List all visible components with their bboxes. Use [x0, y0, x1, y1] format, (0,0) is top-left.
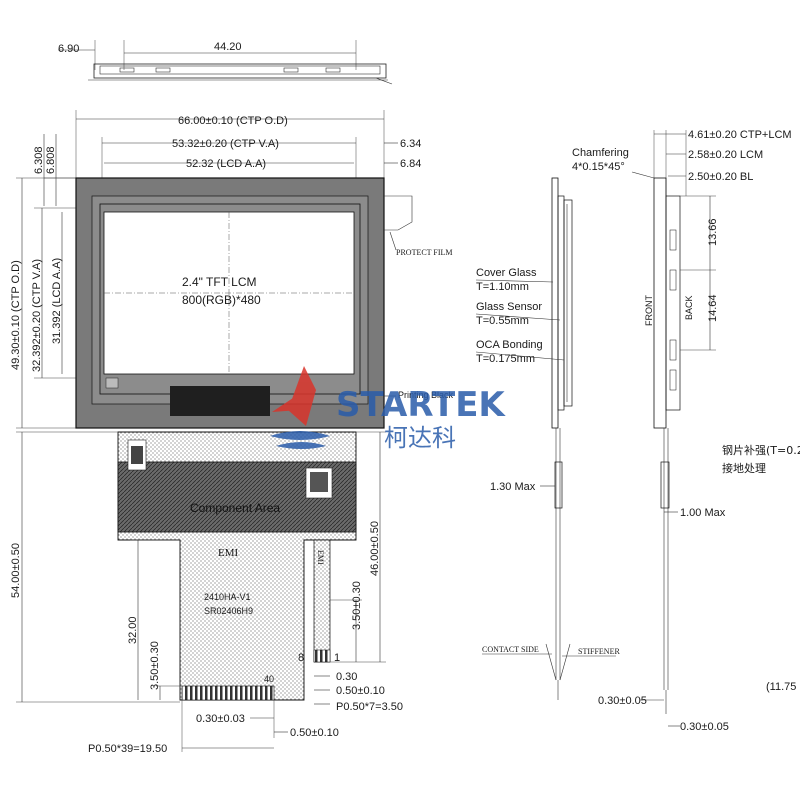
right-030-005: 0.30±0.05: [680, 721, 729, 733]
thickness-ctp-lcm: 4.61±0.20 CTP+LCM: [688, 129, 792, 141]
side-view: Cover Glass T=1.10mm Glass Sensor T=0.55…: [475, 177, 664, 707]
partial-dim: (11.75: [766, 681, 796, 693]
pitch-small-label: P0.50*7=3.50: [336, 701, 403, 713]
top-view: 6.90 44.20: [58, 40, 393, 85]
pin-40-label: 40: [264, 674, 274, 684]
top-offset-6808: 6.808: [45, 146, 57, 174]
fpc-dimensions: 54.00±0.50 32.00 3.50±0.30 46.00±0.50 3.…: [10, 431, 403, 755]
steel-stiffener-note: 钢片补强(T=0.2: [722, 444, 800, 457]
cover-glass-label: Cover Glass: [476, 267, 537, 279]
thickness-lcm: 2.58±0.20 LCM: [688, 149, 763, 161]
stiffener-right-label: 3.50±0.30: [351, 581, 363, 630]
back-label: BACK: [684, 295, 694, 320]
oca-bonding-label: OCA Bonding: [476, 339, 543, 351]
dim-030-label: 0.30: [336, 671, 357, 683]
glass-sensor-thickness: T=0.55mm: [476, 315, 529, 327]
dim-030-003-label: 0.30±0.03: [196, 713, 245, 725]
ctp-va-height-label: 32.392±0.20 (CTP V.A): [31, 259, 43, 372]
chamfer-spec: 4*0.15*45°: [572, 161, 625, 173]
side-connector: [313, 649, 331, 663]
chamfering-label: Chamfering: [572, 147, 629, 159]
fpc-code-2: SR02406H9: [204, 606, 253, 616]
ground-note: 接地处理: [722, 462, 766, 475]
dim-050-010-b-label: 0.50±0.10: [290, 727, 339, 739]
lcd-aa-height-label: 31.392 (LCD A.A): [51, 258, 63, 344]
fpc-46-label: 46.00±0.50: [369, 521, 381, 576]
protect-film-label: PROTECT FILM: [396, 248, 453, 257]
pin-8-label: 8: [298, 652, 304, 664]
right-view: Chamfering 4*0.15*45° 4.61±0.20 CTP+LCM …: [572, 129, 800, 733]
right-offset-634: 6.34: [400, 138, 421, 150]
right-max-100: 1.00 Max: [680, 507, 726, 519]
pitch-main-label: P0.50*39=19.50: [88, 743, 167, 755]
dim-1464: 14.64: [707, 294, 719, 322]
total-height-label: 54.00±0.50: [10, 543, 22, 598]
startek-cn-wordmark: 柯达科: [384, 424, 456, 452]
component-area-label: Component Area: [190, 501, 280, 515]
pin-1-label: 1: [334, 652, 340, 664]
stiffener-left-label: 3.50±0.30: [149, 641, 161, 690]
emi-label-main: EMI: [218, 547, 239, 559]
glass-sensor-label: Glass Sensor: [476, 301, 542, 313]
contact-side-label: CONTACT SIDE: [482, 645, 539, 654]
top-width-label: 44.20: [214, 41, 242, 53]
fpc-32-label: 32.00: [127, 616, 139, 644]
startek-logo: STARTEK 柯达科: [270, 366, 506, 452]
startek-wordmark: STARTEK: [336, 385, 506, 425]
ctp-od-width-label: 66.00±0.10 (CTP O.D): [178, 115, 288, 127]
side-max-130: 1.30 Max: [490, 481, 536, 493]
printing-black-label: Printing Black: [398, 390, 454, 400]
ctp-od-height-label: 49.30±0.10 (CTP O.D): [10, 260, 22, 370]
top-thickness-label: 6.90: [58, 43, 79, 55]
ctp-va-width-label: 53.32±0.20 (CTP V.A): [172, 138, 279, 150]
cover-glass-thickness: T=1.10mm: [476, 281, 529, 293]
dim-1366: 13.66: [707, 218, 719, 246]
front-panel: 2.4" TFT LCM 800(RGB)*480 PROTECT FILM P…: [75, 177, 454, 429]
main-connector: [181, 685, 275, 701]
side-030-005: 0.30±0.05: [598, 695, 647, 707]
fpc-code-1: 2410HA-V1: [204, 592, 251, 602]
panel-title: 2.4" TFT LCM: [182, 275, 257, 289]
fpc: Component Area EMI 2410HA-V1 SR02406H9 4…: [117, 431, 357, 701]
right-offset-684: 6.84: [400, 158, 421, 170]
top-offset-6308: 6.308: [33, 146, 45, 174]
front-dimensions: 66.00±0.10 (CTP O.D) 53.32±0.20 (CTP V.A…: [10, 110, 421, 429]
panel-resolution: 800(RGB)*480: [182, 293, 261, 307]
lcd-aa-width-label: 52.32 (LCD A.A): [186, 158, 266, 170]
stiffener-label: STIFFENER: [578, 647, 620, 656]
front-label: FRONT: [644, 295, 654, 326]
thickness-bl: 2.50±0.20 BL: [688, 171, 753, 183]
dim-050-010-a-label: 0.50±0.10: [336, 685, 385, 697]
emi-label-side: EMI: [316, 550, 325, 565]
